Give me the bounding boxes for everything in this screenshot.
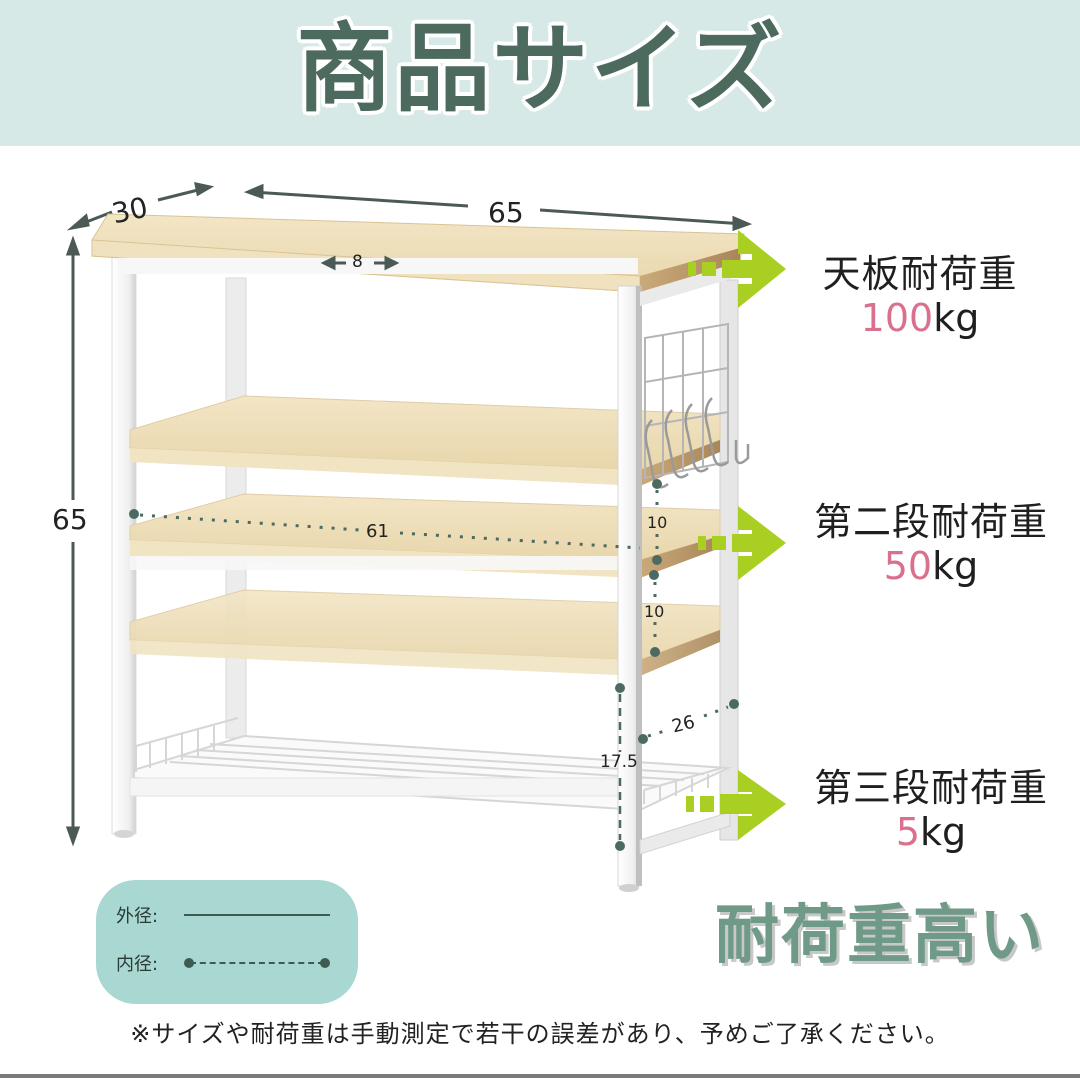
load-capacity-third: 第三段耐荷重 5kg <box>796 766 1066 854</box>
load-value: 5kg <box>895 810 967 854</box>
header-banner: 商品サイズ <box>0 0 1080 146</box>
legend-inner: 内径: <box>116 950 330 976</box>
s-hooks <box>644 397 750 489</box>
load-capacity-top: 天板耐荷重 100kg <box>800 252 1040 340</box>
load-arrows <box>686 230 786 840</box>
load-label: 天板耐荷重 <box>822 252 1018 296</box>
inner-measure-dots <box>129 479 739 851</box>
disclaimer-footnote: ※サイズや耐荷重は手動測定で若干の誤差があり、予めご了承ください。 <box>130 1020 950 1048</box>
page-title: 商品サイズ <box>296 13 784 125</box>
legend-outer: 外径: <box>116 902 330 928</box>
handle-gap-label: 8 <box>352 252 363 272</box>
shelf-gap-lower-label: 10 <box>644 602 665 621</box>
shelf-illustration <box>65 182 786 892</box>
dotted-line-icon <box>184 958 330 968</box>
load-capacity-second: 第二段耐荷重 50kg <box>796 500 1066 588</box>
height-dimension-label: 65 <box>52 503 88 536</box>
line-legend: 外径: 内径: <box>96 880 358 1004</box>
dimension-lines <box>65 182 753 847</box>
load-value: 100kg <box>860 296 980 340</box>
load-label: 第二段耐荷重 <box>813 500 1048 544</box>
shelf-gap-upper-label: 10 <box>647 513 668 532</box>
width-dimension-label: 65 <box>488 196 524 229</box>
solid-line-icon <box>184 914 330 916</box>
bottom-height-label: 17.5 <box>600 752 638 772</box>
load-label: 第三段耐荷重 <box>813 766 1048 810</box>
inner-width-label: 61 <box>366 521 389 542</box>
load-value: 50kg <box>883 544 979 588</box>
tagline: 耐荷重高い <box>715 899 1045 973</box>
bottom-divider <box>0 1074 1080 1078</box>
